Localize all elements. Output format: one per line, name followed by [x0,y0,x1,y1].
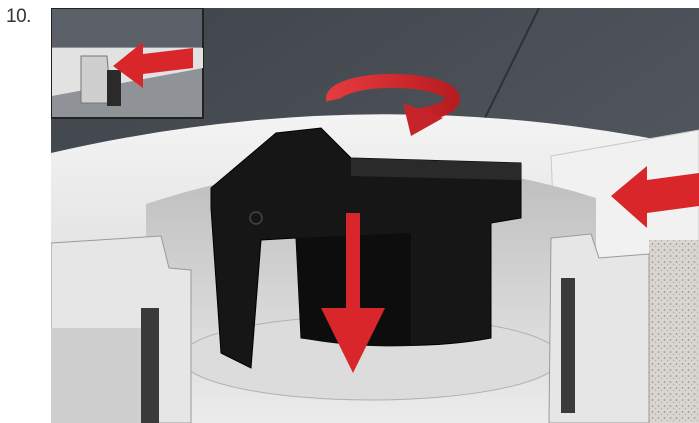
down-arrow-icon [321,213,385,373]
inset-left-arrow-icon [113,42,193,88]
tile-joint [480,8,540,127]
inset-detail [51,8,204,119]
drain-illustration [51,8,699,423]
left-inner-pipe [51,328,141,423]
step-number: 10. [6,6,31,27]
left-seal [141,308,159,423]
right-seal [561,278,575,413]
screed-section [649,240,699,423]
rotate-arrow-icon [325,73,460,136]
left-arrow-icon [611,166,699,228]
